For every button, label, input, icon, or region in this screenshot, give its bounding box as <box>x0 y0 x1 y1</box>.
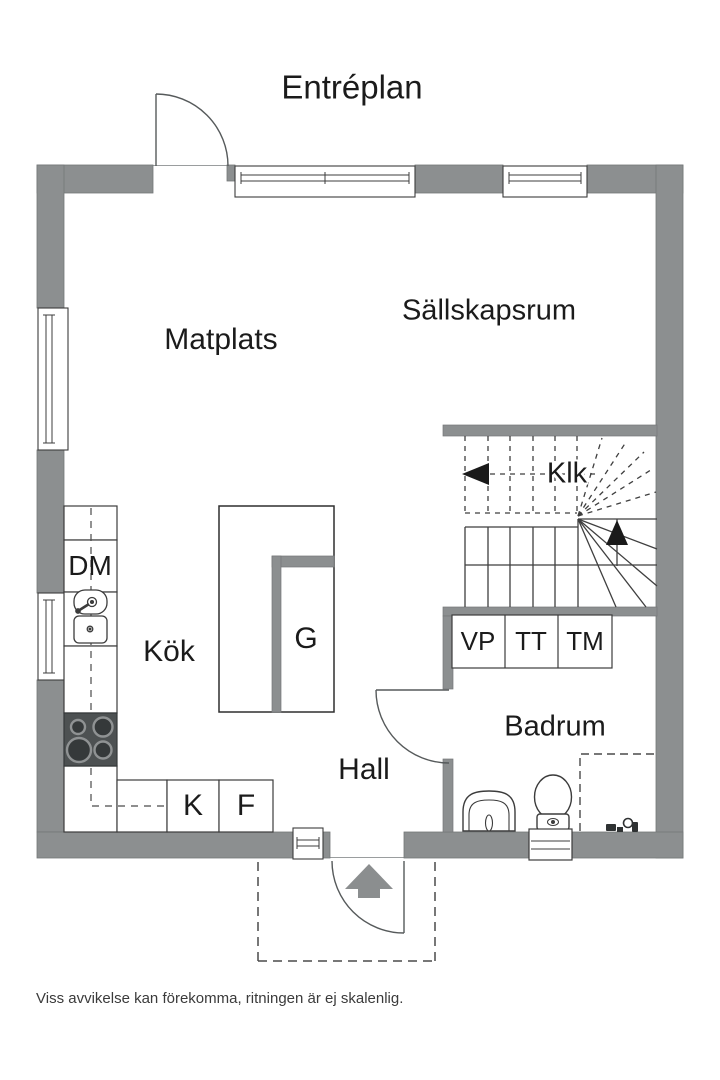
appliance-label-dm: DM <box>68 550 112 581</box>
appliance-label-f: F <box>236 789 256 822</box>
washbasin-icon <box>462 790 516 832</box>
room-label-klk: Klk <box>546 457 588 490</box>
room-label-kok: Kök <box>143 635 195 668</box>
shower-area <box>579 753 656 832</box>
wall-left-upper <box>36 164 65 309</box>
room-label-badrum: Badrum <box>504 710 606 743</box>
room-label-matplats: Matplats <box>164 323 278 356</box>
room-label-hall: Hall <box>338 753 390 786</box>
page-title: Entréplan <box>281 68 423 106</box>
entrance-porch-dashed <box>257 862 436 962</box>
staircase <box>462 436 658 608</box>
appliance-boxes <box>451 614 613 669</box>
entrance-arrow-icon <box>345 864 393 898</box>
closet-label-g: G <box>294 622 318 655</box>
up-direction-arrow-icon <box>606 520 628 545</box>
stair-upper-flight <box>464 436 657 517</box>
bathroom-wall-lower <box>442 758 454 833</box>
window-left-2 <box>37 592 69 681</box>
toilet-icon <box>528 774 573 861</box>
wall-left-mid <box>36 449 65 594</box>
stair-lower-flight <box>464 518 658 608</box>
window-left-1 <box>37 307 69 451</box>
left-direction-arrow-icon <box>462 463 489 485</box>
freezer-box <box>218 779 274 833</box>
entrance-door <box>331 860 405 934</box>
shower-fixture-icon <box>606 817 638 832</box>
door-swing-arc <box>331 860 405 934</box>
closet-wall-v <box>271 555 282 713</box>
closet-g <box>218 505 335 713</box>
wall-left-lower <box>36 679 65 833</box>
wall-right <box>655 164 684 859</box>
wall-top-mid <box>414 164 504 194</box>
door-jamb-bottom <box>322 831 331 859</box>
appliance-label-vp: VP <box>460 626 496 656</box>
door-jamb-top <box>226 164 236 182</box>
sink-icon <box>73 589 108 644</box>
door-swing-arc <box>375 689 450 764</box>
entry-top-door <box>155 93 229 167</box>
room-label-sallskapsrum: Sällskapsrum <box>401 294 577 327</box>
entrance-sidelight-window <box>292 827 324 860</box>
vp-box <box>451 614 613 669</box>
appliance-label-tm: TM <box>566 626 604 656</box>
stair-wall-top <box>442 424 658 437</box>
door-swing-arc <box>155 93 229 167</box>
wall-bottom-left <box>36 831 294 859</box>
disclaimer-note: Viss avvikelse kan förekomma, ritningen … <box>36 990 404 1007</box>
stove-icon <box>63 712 118 767</box>
toilet-pedestal <box>528 828 573 861</box>
appliance-label-tt: TT <box>515 626 547 656</box>
window-top-1 <box>234 165 416 198</box>
window-top-2 <box>502 165 588 198</box>
exterior-walls <box>36 164 684 859</box>
bathroom-door <box>375 689 450 764</box>
appliance-label-k: K <box>182 789 204 822</box>
